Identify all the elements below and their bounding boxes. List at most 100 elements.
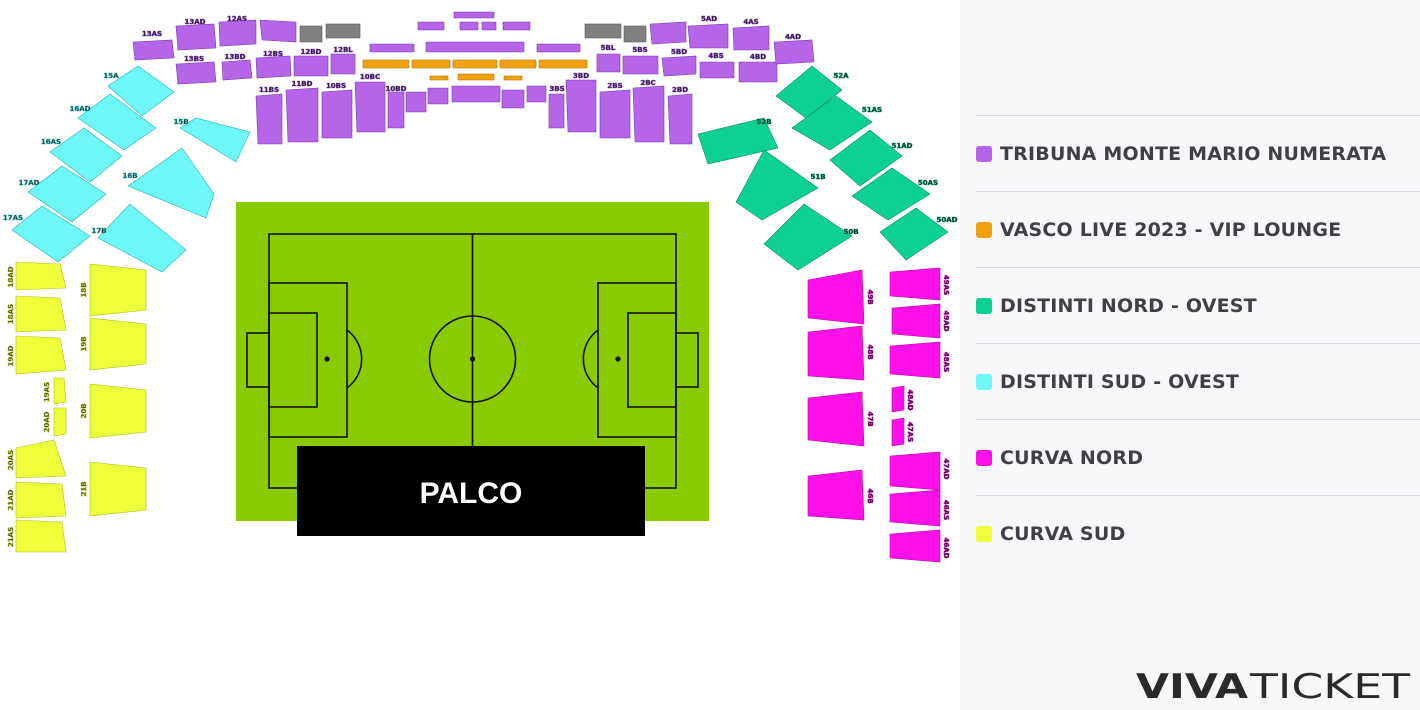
svg-text:47AD: 47AD xyxy=(942,459,950,480)
section-20AS[interactable]: 20AS xyxy=(7,439,67,479)
section-5BD[interactable]: 5BD xyxy=(661,48,697,77)
svg-text:49B: 49B xyxy=(866,289,874,304)
section-16AD[interactable]: 16AD xyxy=(69,93,157,151)
section-18B[interactable]: 18B xyxy=(80,263,147,317)
section-50AD[interactable]: 50AD xyxy=(879,207,958,261)
section-18AS[interactable]: 18AS xyxy=(7,295,67,333)
section-47AD[interactable]: 47AD xyxy=(889,451,950,491)
section-21AD[interactable]: 21AD xyxy=(7,481,67,519)
section-49AS[interactable]: 49AS xyxy=(889,267,950,301)
section-15B[interactable]: 15B xyxy=(173,117,251,163)
section-13AD[interactable]: 13AD xyxy=(175,18,217,51)
legend-item-distinti-sud[interactable]: DISTINTI SUD - OVEST xyxy=(976,343,1420,420)
section-49AD[interactable]: 49AD xyxy=(891,303,950,339)
section-21B[interactable]: 21B xyxy=(80,461,147,517)
section-12BS[interactable]: 12BS xyxy=(255,50,292,79)
section-2BD[interactable]: 2BD xyxy=(667,86,693,145)
section-4AS[interactable]: 4AS xyxy=(732,18,770,51)
section-13BS[interactable]: 13BS xyxy=(175,55,217,85)
legend-item-curva-nord[interactable]: CURVA NORD xyxy=(976,419,1420,496)
section-18AD[interactable]: 18AD xyxy=(7,261,67,291)
section-5BL[interactable]: 5BL xyxy=(596,44,621,73)
svg-text:10BC: 10BC xyxy=(360,73,380,81)
svg-text:11BD: 11BD xyxy=(292,80,313,88)
section-50AS[interactable]: 50AS xyxy=(851,167,938,221)
section-49B[interactable]: 49B xyxy=(807,269,874,325)
legend-label: VASCO LIVE 2023 - VIP LOUNGE xyxy=(1000,219,1342,241)
legend-item-tribuna-monte-mario[interactable]: TRIBUNA MONTE MARIO NUMERATA xyxy=(976,115,1420,192)
section-20AD[interactable]: 20AD xyxy=(43,407,67,437)
section-50B[interactable]: 50B xyxy=(763,203,859,271)
stage: PALCO xyxy=(297,446,645,536)
legend-item-vip-lounge[interactable]: VASCO LIVE 2023 - VIP LOUNGE xyxy=(976,191,1420,268)
section-16AS[interactable]: 16AS xyxy=(41,127,123,183)
svg-text:5BD: 5BD xyxy=(671,48,687,56)
section-3BD[interactable]: 3BD xyxy=(565,72,597,133)
svg-text:4AD: 4AD xyxy=(785,33,801,41)
section-13AS[interactable]: 13AS xyxy=(132,30,175,61)
section-46AD[interactable]: 46AD xyxy=(889,529,950,563)
svg-text:12BL: 12BL xyxy=(333,46,353,54)
svg-text:21B: 21B xyxy=(80,481,88,496)
section-17B[interactable]: 17B xyxy=(91,203,187,273)
section-17AS[interactable]: 17AS xyxy=(3,205,91,263)
svg-text:13AS: 13AS xyxy=(142,30,162,38)
svg-text:49AD: 49AD xyxy=(942,311,950,332)
svg-text:19AD: 19AD xyxy=(7,345,15,366)
vip-lounge-sections[interactable] xyxy=(362,59,588,81)
legend-swatch xyxy=(976,298,992,314)
section-10BD[interactable]: 10BD xyxy=(385,85,407,129)
section-47AS[interactable]: 47AS xyxy=(891,417,914,447)
section-12BL[interactable]: 12BL xyxy=(330,46,356,75)
section-20B[interactable]: 20B xyxy=(80,383,147,439)
section-11BS[interactable]: 11BS xyxy=(255,86,283,145)
legend-label: CURVA NORD xyxy=(1000,447,1144,469)
section-19AS[interactable]: 19AS xyxy=(43,377,67,405)
legend-label: DISTINTI NORD - OVEST xyxy=(1000,295,1257,317)
legend-swatch xyxy=(976,526,992,542)
section-48AS[interactable]: 48AS xyxy=(889,341,950,379)
section-48B[interactable]: 48B xyxy=(807,325,874,381)
svg-text:18AS: 18AS xyxy=(7,304,15,324)
section-51AS[interactable]: 51AS xyxy=(791,95,882,151)
section-2BC[interactable]: 2BC xyxy=(632,79,665,143)
legend-item-distinti-nord[interactable]: DISTINTI NORD - OVEST xyxy=(976,267,1420,344)
section-51B[interactable]: 51B xyxy=(735,149,826,221)
section-5BS[interactable]: 5BS xyxy=(622,46,659,75)
section-46AS[interactable]: 46AS xyxy=(889,489,950,527)
svg-text:51B: 51B xyxy=(810,173,825,181)
svg-text:46AD: 46AD xyxy=(942,538,950,559)
legend-item-curva-sud[interactable]: CURVA SUD xyxy=(976,495,1420,572)
section-3BS[interactable]: 3BS xyxy=(548,85,565,129)
section-2BS[interactable]: 2BS xyxy=(599,82,631,139)
section-4AD[interactable]: 4AD xyxy=(773,33,815,65)
section-10BS[interactable]: 10BS xyxy=(321,82,353,139)
section-52A[interactable]: 52A xyxy=(775,65,849,119)
section-15A[interactable]: 15A xyxy=(103,65,175,117)
section-19AD[interactable]: 19AD xyxy=(7,335,67,375)
section-51AD[interactable]: 51AD xyxy=(829,129,913,187)
section-10BC[interactable]: 10BC xyxy=(354,73,386,133)
section-4BD[interactable]: 4BD xyxy=(738,53,778,83)
section-47B[interactable]: 47B xyxy=(807,391,874,447)
svg-text:18AD: 18AD xyxy=(7,266,15,287)
section-5AD[interactable]: 5AD xyxy=(687,15,729,49)
svg-text:48AS: 48AS xyxy=(942,352,950,372)
stadium-map: PALCO 13AS 13AD 12AS 13BS 13BD 12BS 12BD… xyxy=(3,11,958,563)
section-12BD[interactable]: 12BD xyxy=(293,48,329,77)
section-11BD[interactable]: 11BD xyxy=(285,80,319,143)
section-13BD[interactable]: 13BD xyxy=(221,53,253,81)
section-16B[interactable]: 16B xyxy=(122,147,215,219)
section-19B[interactable]: 19B xyxy=(80,317,147,371)
svg-text:13AD: 13AD xyxy=(185,18,206,26)
svg-text:46B: 46B xyxy=(866,488,874,503)
section-48AD[interactable]: 48AD xyxy=(891,385,914,413)
section-17AD[interactable]: 17AD xyxy=(18,165,107,223)
section-12AS[interactable]: 12AS xyxy=(218,15,257,47)
section-4BS[interactable]: 4BS xyxy=(699,52,735,79)
svg-text:2BC: 2BC xyxy=(640,79,655,87)
section-52B[interactable]: 52B xyxy=(697,117,779,165)
section-21AS[interactable]: 21AS xyxy=(7,519,67,553)
section-46B[interactable]: 46B xyxy=(807,469,874,521)
svg-text:5BL: 5BL xyxy=(601,44,616,52)
